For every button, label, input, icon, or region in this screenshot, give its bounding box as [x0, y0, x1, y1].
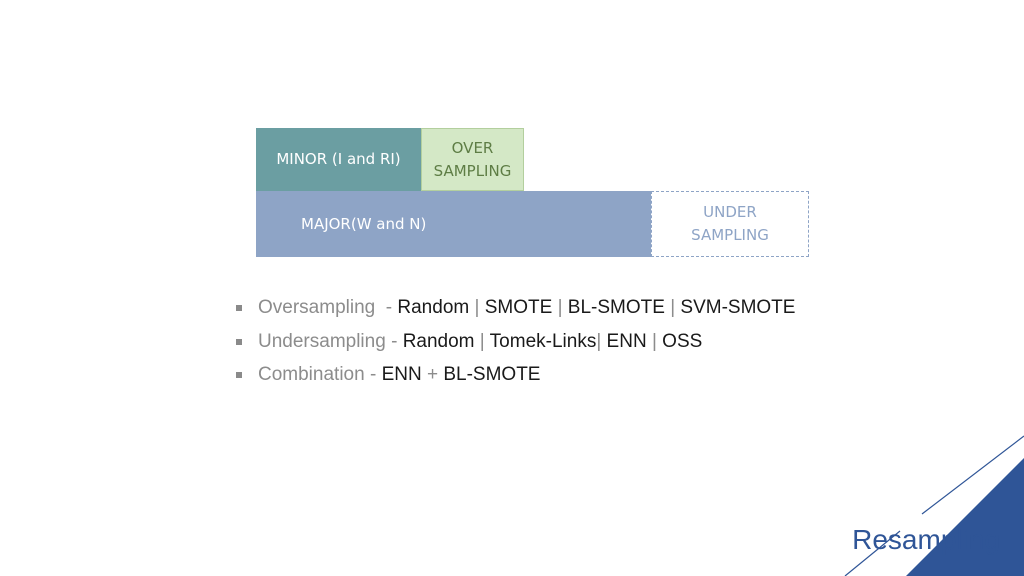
corner-accent-line [844, 530, 901, 576]
minor-label: MINOR (I and RI) [276, 150, 401, 168]
method-plus: + [426, 364, 439, 385]
method-divider: | [596, 330, 602, 352]
bullet-square-icon [236, 305, 242, 311]
method-enn: ENN [606, 330, 647, 352]
method-enn: ENN [381, 364, 422, 385]
method-bl-smote: BL-SMOTE [443, 364, 541, 385]
bullet-square-icon [236, 338, 242, 345]
category-undersampling: Undersampling [258, 330, 386, 352]
method-svm-smote: SVM-SMOTE [680, 297, 796, 318]
list-item-undersampling: Undersampling - Random | Tomek-Links| EN… [236, 328, 795, 362]
undersampling-label: UNDER SAMPLING [691, 201, 769, 247]
minor-class-block: MINOR (I and RI) [256, 128, 421, 191]
bullet-square-icon [236, 372, 242, 378]
category-combination: Combination [258, 364, 365, 385]
corner-accent-line [921, 435, 1024, 515]
category-oversampling: Oversampling [258, 297, 376, 318]
method-divider: | [651, 330, 657, 352]
undersampling-block: UNDER SAMPLING [651, 191, 809, 257]
corner-triangle [906, 458, 1024, 576]
category-separator: - [375, 297, 398, 318]
method-random: Random [402, 330, 475, 352]
oversampling-label-line-1: OVER [451, 138, 494, 157]
oversampling-block: OVER SAMPLING [421, 128, 524, 191]
list-item-combination: Combination - ENN + BL-SMOTE [236, 361, 795, 395]
method-smote: SMOTE [484, 297, 553, 318]
category-separator: - [364, 364, 382, 385]
slide-title: Resampling [852, 524, 1000, 555]
method-tomek-links: Tomek-Links [489, 330, 597, 352]
method-divider: | [474, 297, 480, 318]
method-bl-smote: BL-SMOTE [567, 297, 665, 318]
method-divider: | [670, 297, 676, 318]
major-label: MAJOR(W and N) [301, 214, 427, 233]
list-item-oversampling: Oversampling - Random | SMOTE | BL-SMOTE… [236, 294, 795, 328]
undersampling-label-line-2: SAMPLING [691, 226, 769, 244]
category-separator: - [385, 330, 403, 352]
major-class-block: MAJOR(W and N) [256, 191, 652, 257]
undersampling-label-line-1: UNDER [703, 203, 757, 221]
method-divider: | [479, 330, 485, 352]
method-list: Oversampling - Random | SMOTE | BL-SMOTE… [236, 294, 795, 395]
method-divider: | [557, 297, 563, 318]
oversampling-label: OVER SAMPLING [434, 137, 512, 183]
method-oss: OSS [662, 330, 703, 352]
method-random: Random [397, 297, 470, 318]
oversampling-label-line-2: SAMPLING [433, 161, 512, 180]
